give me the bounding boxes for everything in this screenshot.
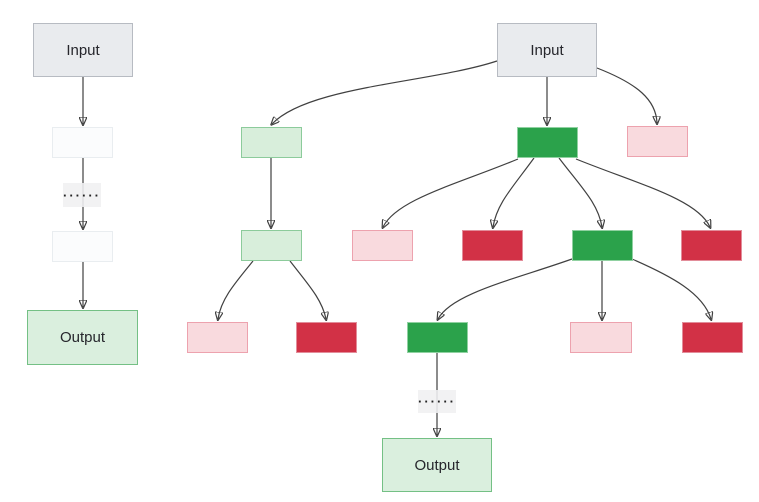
edge-l1b-l2d xyxy=(558,157,602,227)
tree-node-l1-2-green-dark xyxy=(517,127,578,158)
tree-node-l3-4-pink xyxy=(570,322,632,353)
tree-node-l1-3-pink xyxy=(627,126,688,157)
right-ellipsis-label: ······ xyxy=(418,390,456,413)
tree-node-l3-3-green-dark xyxy=(407,322,468,353)
edge-l2d-l3c xyxy=(438,258,573,319)
edge-l2a-l3b xyxy=(289,260,326,319)
tree-node-l2-1-green-light xyxy=(241,230,302,261)
edge-l1b-l2c xyxy=(493,157,535,227)
right-ellipsis-text: ······ xyxy=(418,394,456,409)
edge-input-l1a xyxy=(272,60,498,124)
tree-node-l3-2-red xyxy=(296,322,357,353)
edge-input-l1c xyxy=(596,67,657,123)
right-input-node: Input xyxy=(497,23,597,77)
left-input-node: Input xyxy=(33,23,133,77)
left-hidden-node-2 xyxy=(52,231,113,262)
right-input-label: Input xyxy=(530,41,564,59)
left-input-label: Input xyxy=(66,41,100,59)
edge-l1b-l2e xyxy=(575,158,710,227)
tree-node-l3-1-pink xyxy=(187,322,248,353)
tree-node-l2-4-green-dark xyxy=(572,230,633,261)
left-output-node: Output xyxy=(27,310,138,365)
edge-l1b-l2b xyxy=(383,158,519,227)
tree-node-l2-5-red xyxy=(681,230,742,261)
right-output-label: Output xyxy=(414,456,460,474)
left-ellipsis-text: ······ xyxy=(63,187,101,203)
tree-node-l2-3-red xyxy=(462,230,523,261)
tree-node-l2-2-pink xyxy=(352,230,413,261)
edge-l2a-l3a xyxy=(218,260,254,319)
tree-node-l1-1-green-light xyxy=(241,127,302,158)
left-ellipsis-label: ······ xyxy=(63,183,101,207)
tree-node-l3-5-red xyxy=(682,322,743,353)
right-output-node: Output xyxy=(382,438,492,492)
left-hidden-node-1 xyxy=(52,127,113,158)
edge-l2d-l3e xyxy=(631,258,711,319)
left-output-label: Output xyxy=(59,329,106,346)
